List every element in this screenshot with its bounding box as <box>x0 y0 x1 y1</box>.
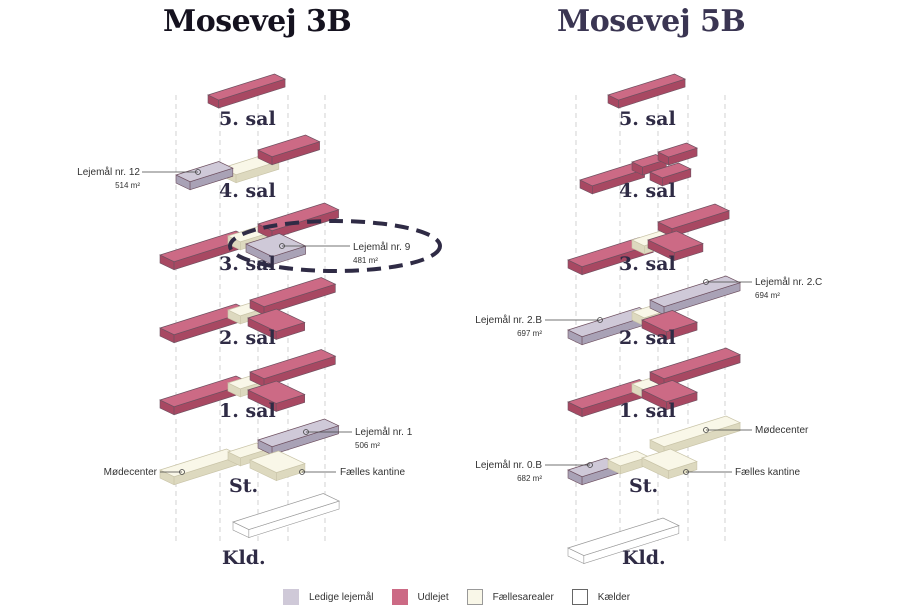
callout-area: 481 m² <box>353 256 378 265</box>
floor-label: Kld. <box>622 547 666 569</box>
callout-label: Mødecenter <box>755 425 809 436</box>
legend-label: Udlejet <box>417 591 449 603</box>
slab-lejemaal-1 <box>257 418 340 456</box>
marker-icon <box>597 317 603 323</box>
slab-pink <box>257 134 321 166</box>
slab-5sal <box>207 73 287 109</box>
marker-icon <box>303 429 309 435</box>
floor-label: St. <box>629 475 658 497</box>
floor-label: 2. sal <box>219 327 276 349</box>
slab-cream <box>607 450 650 475</box>
callout-label: Lejemål nr. 0.B <box>475 459 542 471</box>
floor-label: 5. sal <box>619 108 676 130</box>
callout-area: 682 m² <box>517 474 542 483</box>
slab-kaelder <box>232 493 341 539</box>
floor-label: Kld. <box>222 547 266 569</box>
legend-item-ledige: Ledige lejemål <box>283 589 374 605</box>
floor-label: 1. sal <box>219 400 276 422</box>
callout-lejemaal-9: Lejemål nr. 9 481 m² <box>279 241 411 265</box>
slab-faelles-kantine <box>641 448 698 480</box>
callout-faelles-kantine: Fælles kantine <box>299 467 405 478</box>
floor-label: 3. sal <box>219 253 276 275</box>
callout-label: Lejemål nr. 9 <box>353 241 411 253</box>
slab-pink <box>649 347 742 388</box>
callout-faelles-kantine: Fælles kantine <box>683 467 800 478</box>
slab-pink <box>249 277 337 316</box>
marker-icon <box>195 169 201 175</box>
callout-label: Lejemål nr. 12 <box>77 166 140 178</box>
legend-swatch <box>391 589 408 605</box>
legend-item-faelles: Fællesarealer <box>466 589 554 605</box>
callout-area: 694 m² <box>755 291 780 300</box>
callout-label: Lejemål nr. 2.C <box>755 276 822 288</box>
slab-pink <box>649 162 692 187</box>
marker-icon <box>703 427 709 433</box>
marker-icon <box>279 243 285 249</box>
building-title-5b: Mosevej 5B <box>557 4 746 39</box>
marker-icon <box>703 279 709 285</box>
floor-label: 3. sal <box>619 253 676 275</box>
floor-label: St. <box>229 475 258 497</box>
marker-icon <box>299 469 305 475</box>
callout-area: 506 m² <box>355 441 380 450</box>
floor-label: 2. sal <box>619 327 676 349</box>
callout-lejemaal-2b: Lejemål nr. 2.B 697 m² <box>475 314 603 338</box>
callout-area: 514 m² <box>115 181 140 190</box>
slab-pink <box>247 380 306 412</box>
marker-icon <box>587 462 593 468</box>
callout-moedecenter: Mødecenter <box>104 467 185 478</box>
callout-label: Lejemål nr. 2.B <box>475 314 542 326</box>
legend-swatch <box>283 589 299 605</box>
legend-label: Fællesarealer <box>492 591 554 603</box>
callout-label: Fælles kantine <box>340 467 405 478</box>
callout-lejemaal-1: Lejemål nr. 1 506 m² <box>303 426 413 450</box>
slab-pink <box>249 349 337 388</box>
callout-lejemaal-12: Lejemål nr. 12 514 m² <box>77 166 201 190</box>
floor-label: 4. sal <box>219 180 276 202</box>
legend-item-kaelder: Kælder <box>571 589 631 605</box>
building-title-3b: Mosevej 3B <box>163 4 352 39</box>
callout-label: Mødecenter <box>104 467 158 478</box>
slab-pink <box>247 308 306 340</box>
legend-label: Kælder <box>597 591 631 603</box>
slab-pink <box>657 203 731 238</box>
callout-label: Fælles kantine <box>735 467 800 478</box>
callout-lejemaal-2c: Lejemål nr. 2.C 694 m² <box>703 276 822 300</box>
legend-swatch <box>571 589 588 605</box>
slab-pink <box>641 380 698 411</box>
callout-moedecenter: Mødecenter <box>703 425 809 436</box>
slab-faelles-kantine <box>249 450 306 482</box>
callout-label: Lejemål nr. 1 <box>355 426 413 438</box>
legend-item-udlejet: Udlejet <box>391 589 449 605</box>
marker-icon <box>683 469 689 475</box>
legend-swatch <box>466 589 483 605</box>
slab-kaelder <box>567 517 680 565</box>
slab-moedecenter <box>649 415 742 456</box>
highlight-ellipse <box>228 219 442 273</box>
slab-pink <box>657 142 699 166</box>
slab-lejemaal-2c <box>649 275 742 316</box>
floor-label: 5. sal <box>219 108 276 130</box>
callout-area: 697 m² <box>517 329 542 338</box>
legend-label: Ledige lejemål <box>309 591 374 603</box>
slab-pink <box>641 310 698 341</box>
slab-pink <box>579 163 646 195</box>
slab-lejemaal-9 <box>245 233 307 266</box>
floor-label: 4. sal <box>619 180 676 202</box>
slab-lejemaal-0b <box>567 457 622 486</box>
slab-5sal <box>607 73 687 109</box>
marker-icon <box>179 469 185 475</box>
floor-label: 1. sal <box>619 400 676 422</box>
legend: Ledige lejemål Udlejet Fællesarealer Kæl… <box>283 589 630 605</box>
slab-pink <box>647 230 704 262</box>
callout-lejemaal-0b: Lejemål nr. 0.B 682 m² <box>475 459 593 483</box>
slab-lejemaal-12 <box>175 161 234 191</box>
